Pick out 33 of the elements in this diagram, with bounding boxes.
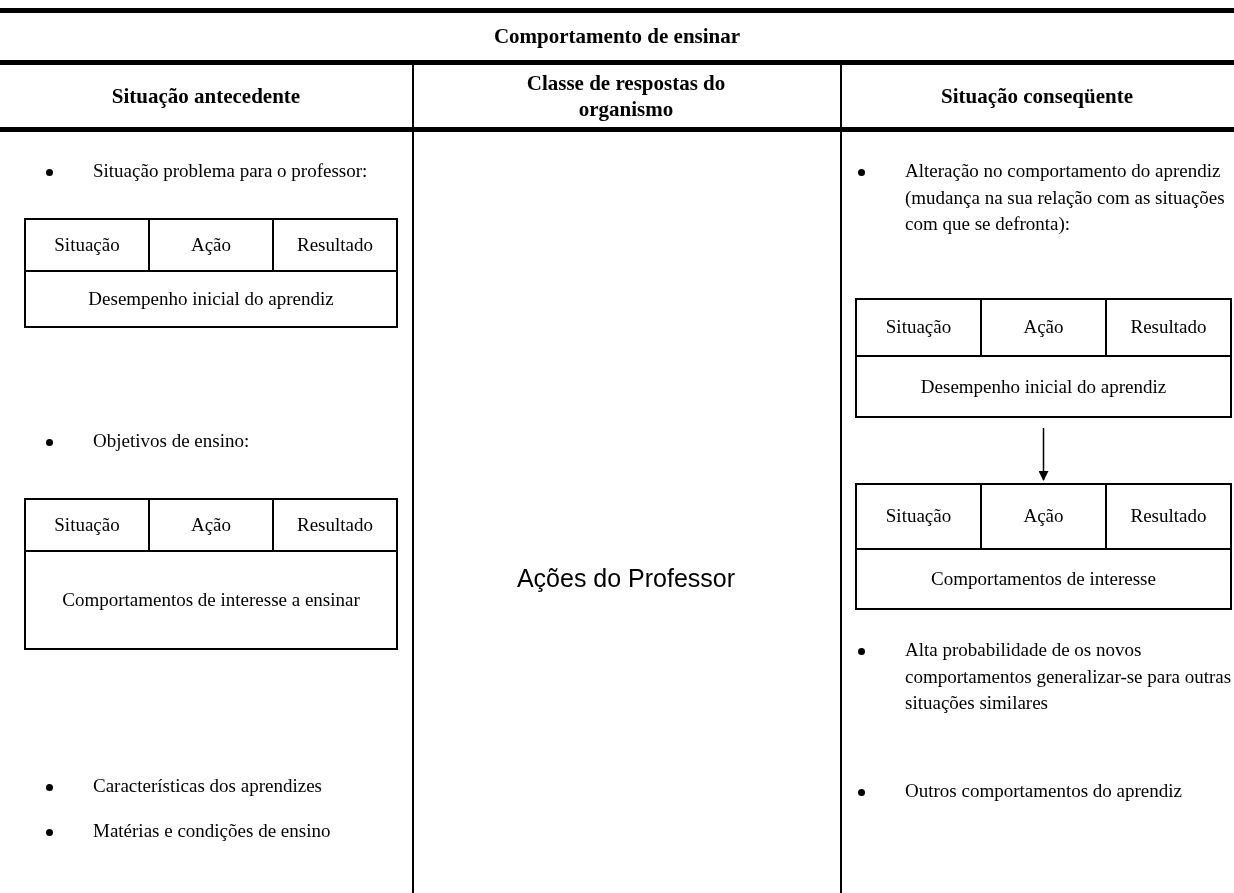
table-cell-text: Resultado: [1129, 504, 1208, 529]
mini-table: [24, 218, 398, 328]
mini-table: [855, 298, 1232, 418]
arrow: [1038, 427, 1049, 481]
bullet-text: Características dos aprendizes: [93, 774, 323, 798]
bullet-text: Alta probabilidade de os novos comportamentos generalizar-se para outras situações similares: [905, 638, 1233, 716]
table-cell: Ação: [150, 220, 274, 270]
mini-table: [855, 483, 1232, 610]
table-cell-text: Resultado: [1129, 315, 1208, 340]
bullet-text: Situação problema para o professor:: [93, 159, 369, 183]
table-cell-text: Resultado: [296, 512, 374, 537]
mini-table: [24, 498, 398, 650]
table-cell-text: Resultado: [296, 232, 374, 257]
table-cell: Situação: [26, 500, 150, 550]
table-cell: Situação: [857, 300, 982, 355]
bullet-text: Objetivos de ensino:: [93, 429, 251, 453]
table-cell-text: Comportamentos de interesse: [930, 567, 1157, 592]
column-header: Classe de respostas do organismo: [525, 69, 727, 123]
table-cell-text: Comportamentos de interesse a ensinar: [61, 588, 361, 613]
column-header: Situação antecedente: [111, 82, 301, 110]
table-cell: Situação: [857, 485, 982, 548]
table-cell: Ação: [982, 300, 1107, 355]
center-text: Ações do Professor: [516, 563, 736, 594]
table-cell: Ação: [982, 485, 1107, 548]
table-cell-text: Desempenho inicial do aprendiz: [87, 287, 335, 312]
bullet-text: Matérias e condições de ensino: [93, 819, 332, 843]
bullet-text: Alteração no comportamento do aprendiz (mudança na sua relação com as situações com que se defronta):: [905, 159, 1226, 237]
bullet-text: Outros comportamentos do aprendiz: [905, 779, 1183, 803]
table-title: Comportamento de ensinar: [493, 23, 741, 51]
column-header: Situação conseqüente: [941, 82, 1133, 110]
table-cell: Situação: [26, 220, 150, 270]
table-cell-text: Desempenho inicial do aprendiz: [919, 374, 1168, 399]
table-cell: Ação: [150, 500, 274, 550]
